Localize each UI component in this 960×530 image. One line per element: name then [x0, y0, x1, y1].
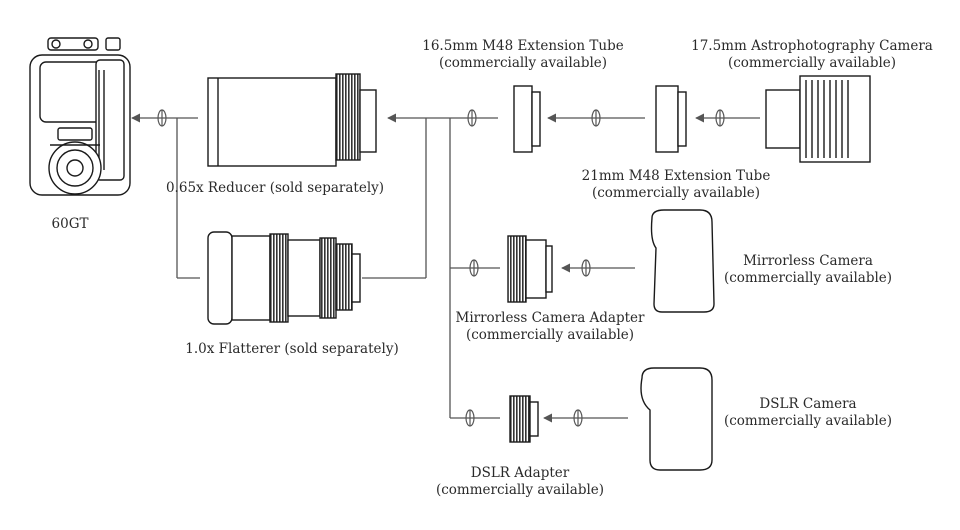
rotate-arrow-icon [157, 109, 725, 427]
astro-camera-label: 17.5mm Astrophotography Camera [691, 38, 933, 54]
ext-tube-165-note: (commercially available) [439, 55, 607, 71]
dslr-camera-image [640, 367, 713, 471]
reducer-label: 0.65x Reducer (sold separately) [166, 180, 384, 196]
mirrorless-camera-note: (commercially available) [724, 270, 892, 286]
mirrorless-adapter-note: (commercially available) [466, 327, 634, 343]
ext-tube-21-note: (commercially available) [592, 185, 760, 201]
telescope-60gt-image [29, 37, 131, 196]
mirrorless-adapter-label: Mirrorless Camera Adapter [456, 310, 646, 326]
mirrorless-camera-label: Mirrorless Camera [743, 253, 873, 269]
dslr-adapter-note: (commercially available) [436, 482, 604, 498]
dslr-camera-label: DSLR Camera [759, 396, 856, 412]
ext-tube-165-image [513, 85, 541, 153]
flattener-image [207, 231, 361, 325]
flattener-label: 1.0x Flatterer (sold separately) [185, 341, 398, 357]
reducer-image [207, 73, 377, 167]
mirrorless-adapter-image [507, 235, 553, 303]
ext-tube-21-label: 21mm M48 Extension Tube [582, 168, 771, 184]
ext-tube-165-label: 16.5mm M48 Extension Tube [422, 38, 624, 54]
dslr-camera-note: (commercially available) [724, 413, 892, 429]
astro-camera-image [765, 75, 871, 163]
dslr-adapter-label: DSLR Adapter [471, 465, 570, 481]
telescope-label: 60GT [52, 216, 89, 232]
dslr-adapter-image [509, 395, 539, 443]
astro-camera-note: (commercially available) [728, 55, 896, 71]
ext-tube-21-image [655, 85, 687, 153]
mirrorless-camera-image [650, 209, 715, 313]
